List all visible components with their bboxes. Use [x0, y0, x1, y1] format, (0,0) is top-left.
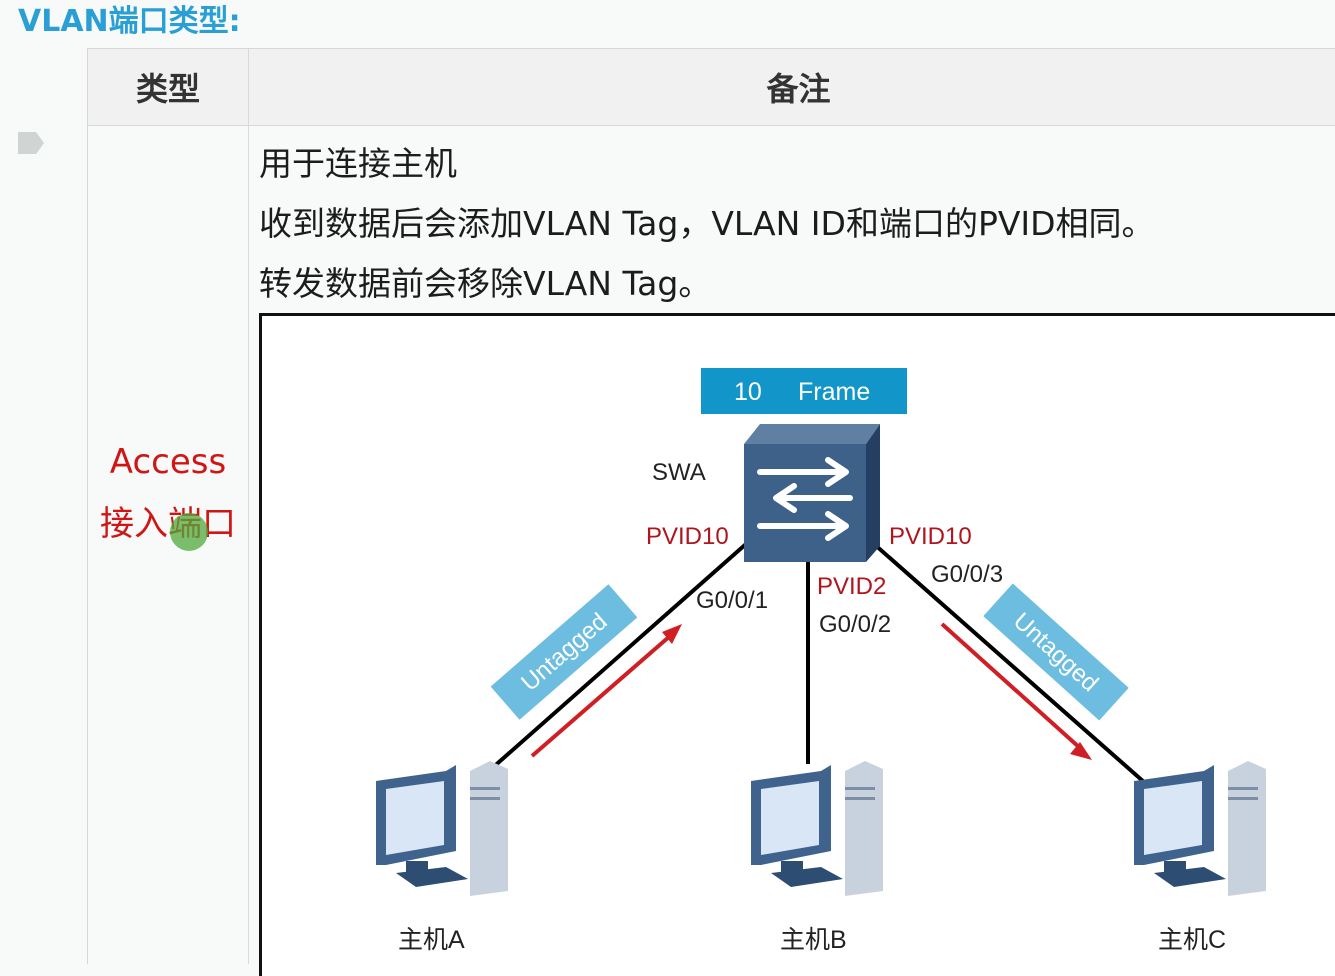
host-label-c: 主机C — [1158, 926, 1226, 954]
mouse-cursor-indicator — [170, 513, 208, 551]
switch-icon — [744, 424, 880, 562]
computer-icon-host-b — [751, 761, 883, 896]
port-type-table: 类型 备注 Access 接入端口 用于连接主机 收到数据后会添加VLAN Ta… — [87, 48, 1335, 976]
frame-tag: 10 Frame — [701, 368, 907, 414]
note-line-2: 收到数据后会添加VLAN Tag，VLAN ID和端口的PVID相同。 — [259, 204, 1155, 243]
note-line-3: 转发数据前会移除VLAN Tag。 — [259, 264, 712, 303]
untagged-tag-right: Untagged — [983, 583, 1129, 721]
host-label-a: 主机A — [398, 926, 465, 954]
pvid-label-right: PVID10 — [889, 523, 972, 550]
switch-name: SWA — [652, 459, 706, 486]
type-name-english: Access — [109, 442, 227, 482]
arrow-icon-outbound — [940, 622, 1092, 760]
column-header-type: 类型 — [88, 49, 249, 126]
arrow-icon-inbound — [530, 624, 682, 758]
port-label-right: G0/0/3 — [931, 561, 1003, 588]
computer-icon-host-c — [1134, 761, 1266, 896]
pvid-label-left: PVID10 — [646, 523, 729, 550]
link-host-c — [872, 542, 1146, 784]
pvid-label-middle: PVID2 — [817, 573, 886, 600]
svg-text:10: 10 — [734, 378, 762, 406]
computer-icon-host-a — [376, 761, 508, 896]
svg-text:Frame: Frame — [798, 378, 870, 406]
untagged-tag-left: Untagged — [490, 584, 638, 720]
port-label-middle: G0/0/2 — [819, 611, 891, 638]
note-line-1: 用于连接主机 — [259, 144, 457, 183]
type-name-chinese: 接入端口 — [100, 504, 236, 544]
page-title: VLAN端口类型: — [18, 4, 241, 39]
host-label-b: 主机B — [780, 926, 847, 954]
type-cell — [88, 126, 249, 964]
port-label-left: G0/0/1 — [696, 587, 768, 614]
column-header-note: 备注 — [249, 49, 1335, 126]
link-host-a — [488, 542, 748, 772]
topology-diagram: 10 Frame SWA PVID10 G0/0/1 PVID2 G0/0/2 … — [259, 313, 1335, 976]
tag-icon — [18, 132, 44, 154]
